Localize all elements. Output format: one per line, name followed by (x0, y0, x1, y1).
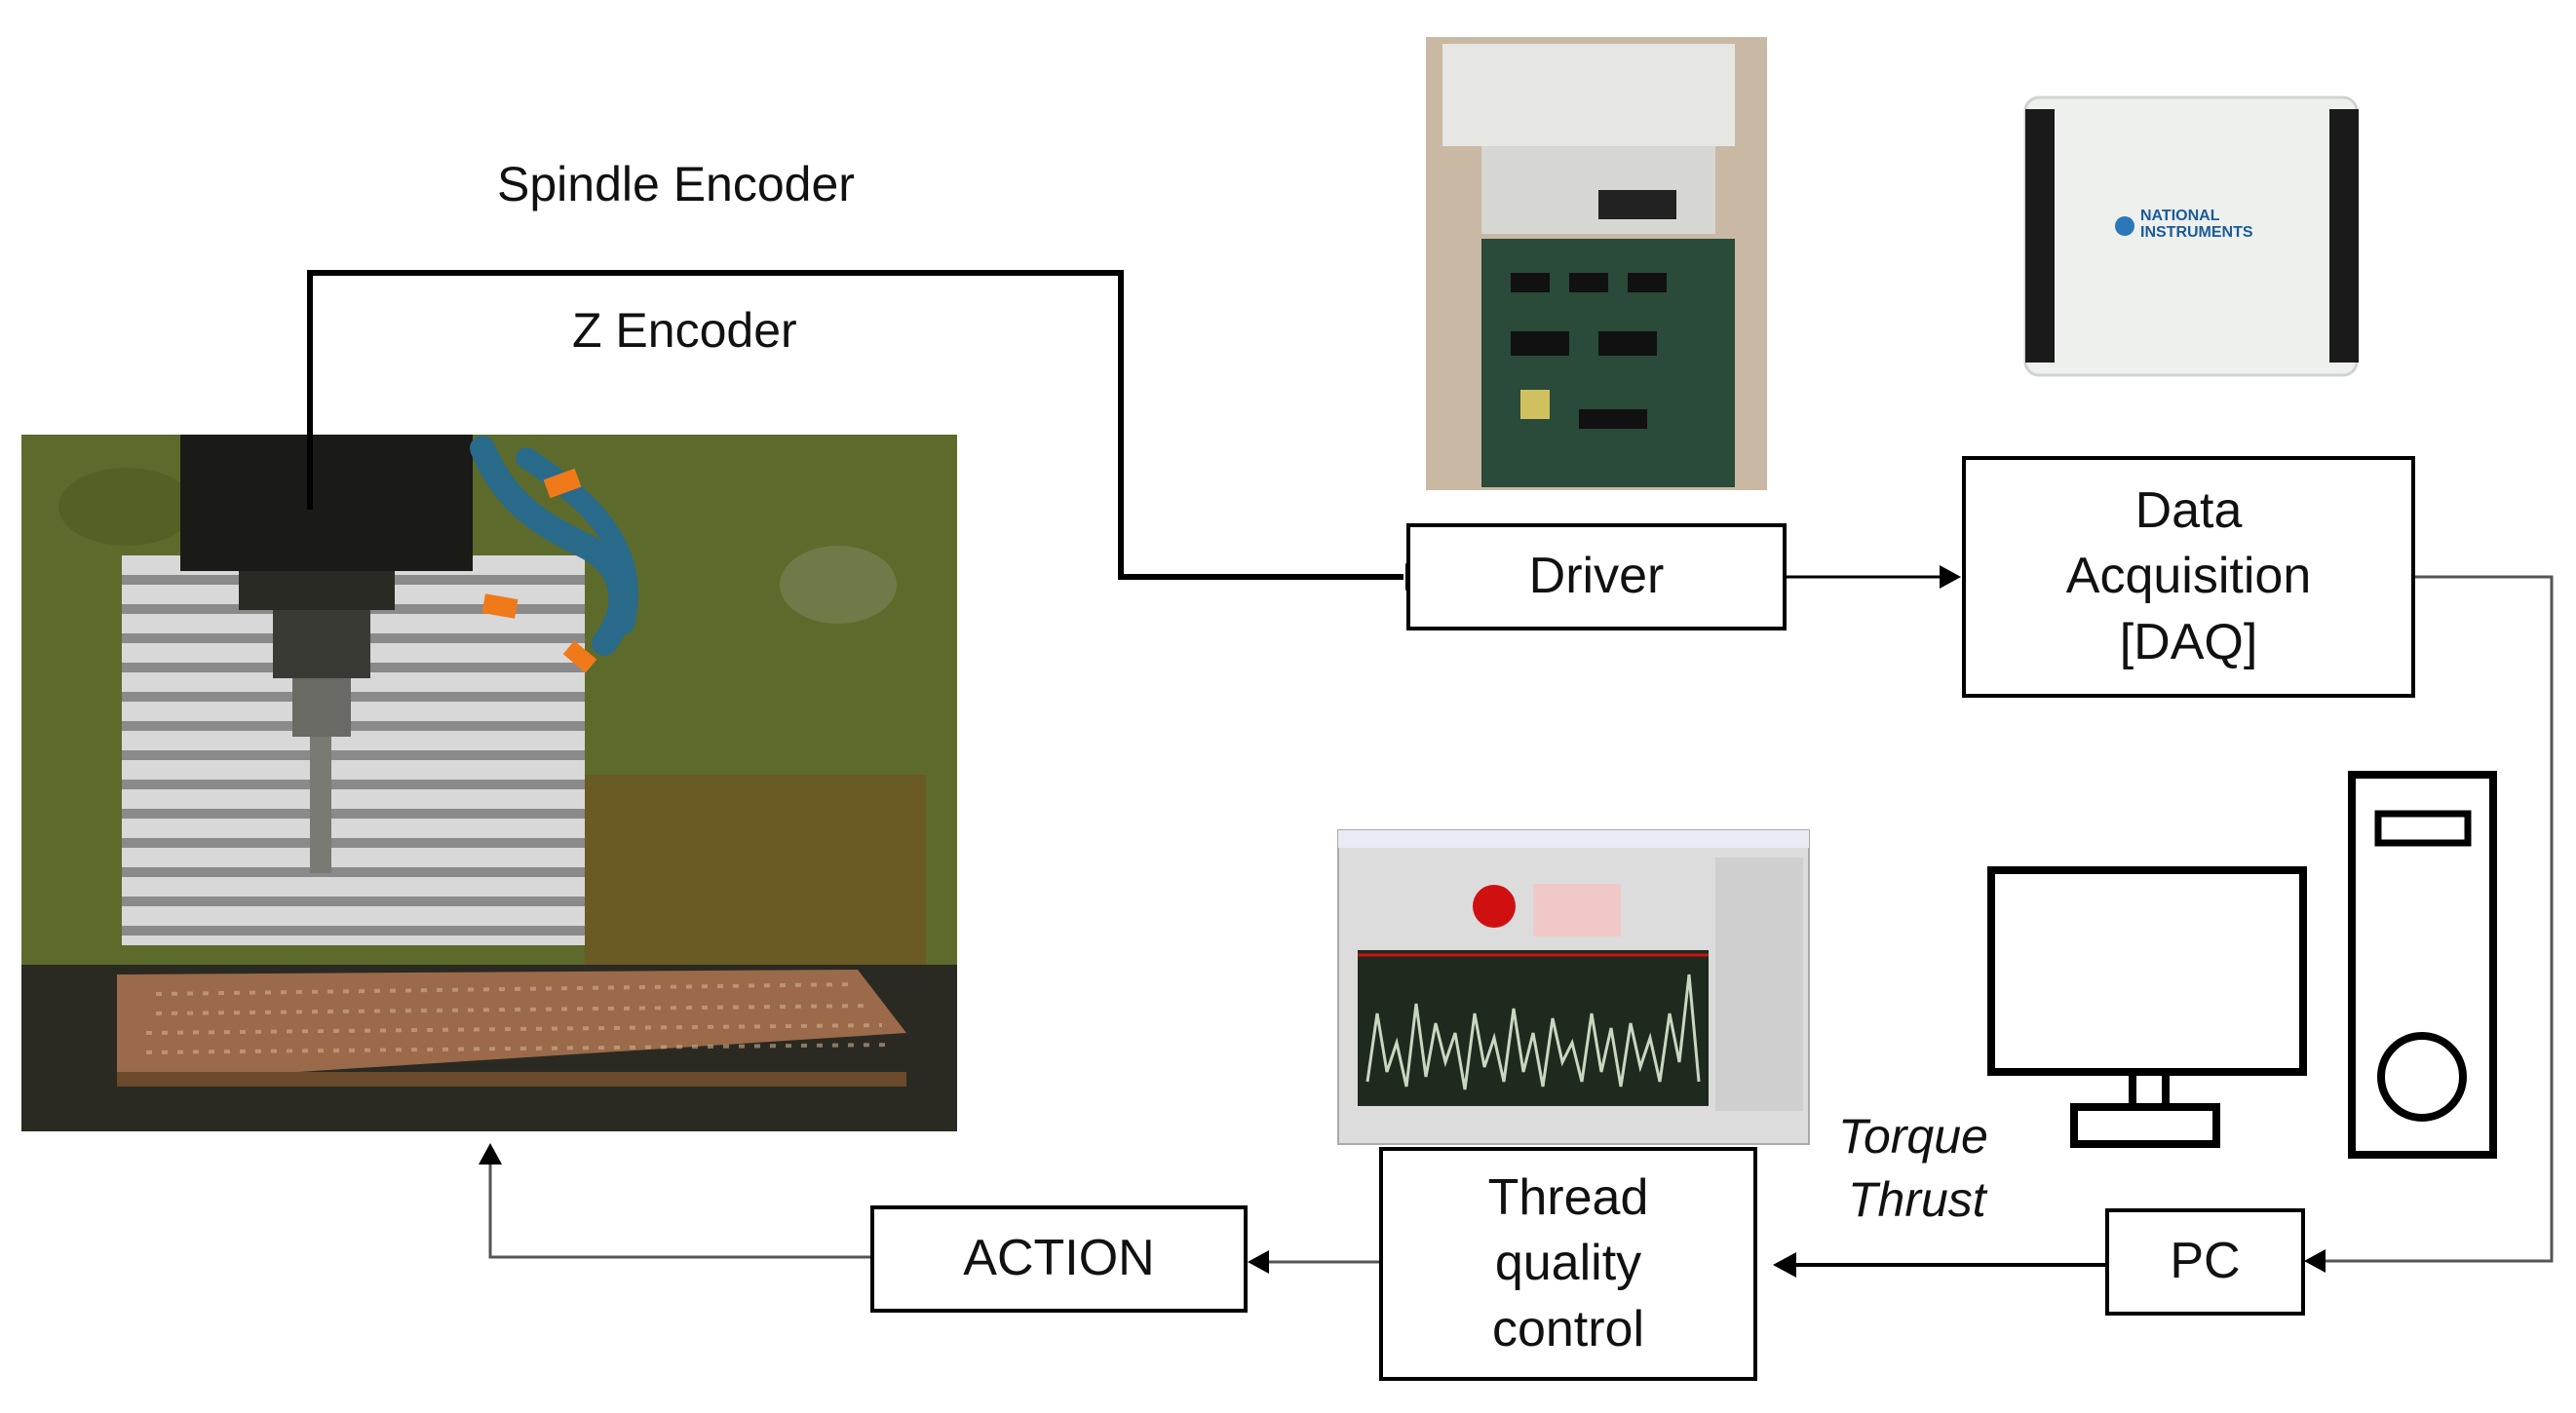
desktop-computer-icon (1987, 771, 2497, 1159)
encoder-line (307, 270, 1403, 580)
daq-brand-label: NATIONAL INSTRUMENTS (2140, 208, 2253, 242)
daq-to-pc-line (2324, 575, 2554, 1263)
action-box: ACTION (870, 1205, 1248, 1313)
daq-brand-line1: NATIONAL (2140, 208, 2220, 224)
arrowhead-to-machine (479, 1143, 502, 1165)
driver-chips (1511, 273, 1667, 429)
thread-quality-box: Thread quality control (1379, 1147, 1757, 1381)
arrowhead-to-pc (2304, 1249, 2326, 1273)
ni-daq-device-photo (2023, 95, 2359, 377)
z-encoder-label: Z Encoder (572, 303, 797, 358)
thrust-label: Thrust (1848, 1172, 1986, 1227)
connector-lines (307, 270, 2554, 1278)
servo-driver-board-photo (1426, 37, 1767, 490)
daq-brand-line2: INSTRUMENTS (2140, 223, 2253, 241)
arrowhead-to-action (1248, 1250, 1269, 1274)
cnc-tapping-machine-photo (21, 435, 957, 1131)
arrowhead-to-daq (1940, 565, 1961, 589)
workpiece-holes (145, 982, 893, 1054)
daq-box: Data Acquisition [DAQ] (1962, 456, 2415, 698)
torque-signal-line (1365, 974, 1701, 1090)
torque-label: Torque (1838, 1109, 1988, 1164)
spindle-encoder-label: Spindle Encoder (497, 157, 855, 211)
pc-box: PC (2105, 1208, 2305, 1316)
labview-interface-screenshot (1337, 829, 1810, 1145)
driver-box: Driver (1406, 523, 1787, 630)
arrowhead-to-quality (1773, 1252, 1796, 1278)
action-to-machine-line (488, 1163, 870, 1259)
